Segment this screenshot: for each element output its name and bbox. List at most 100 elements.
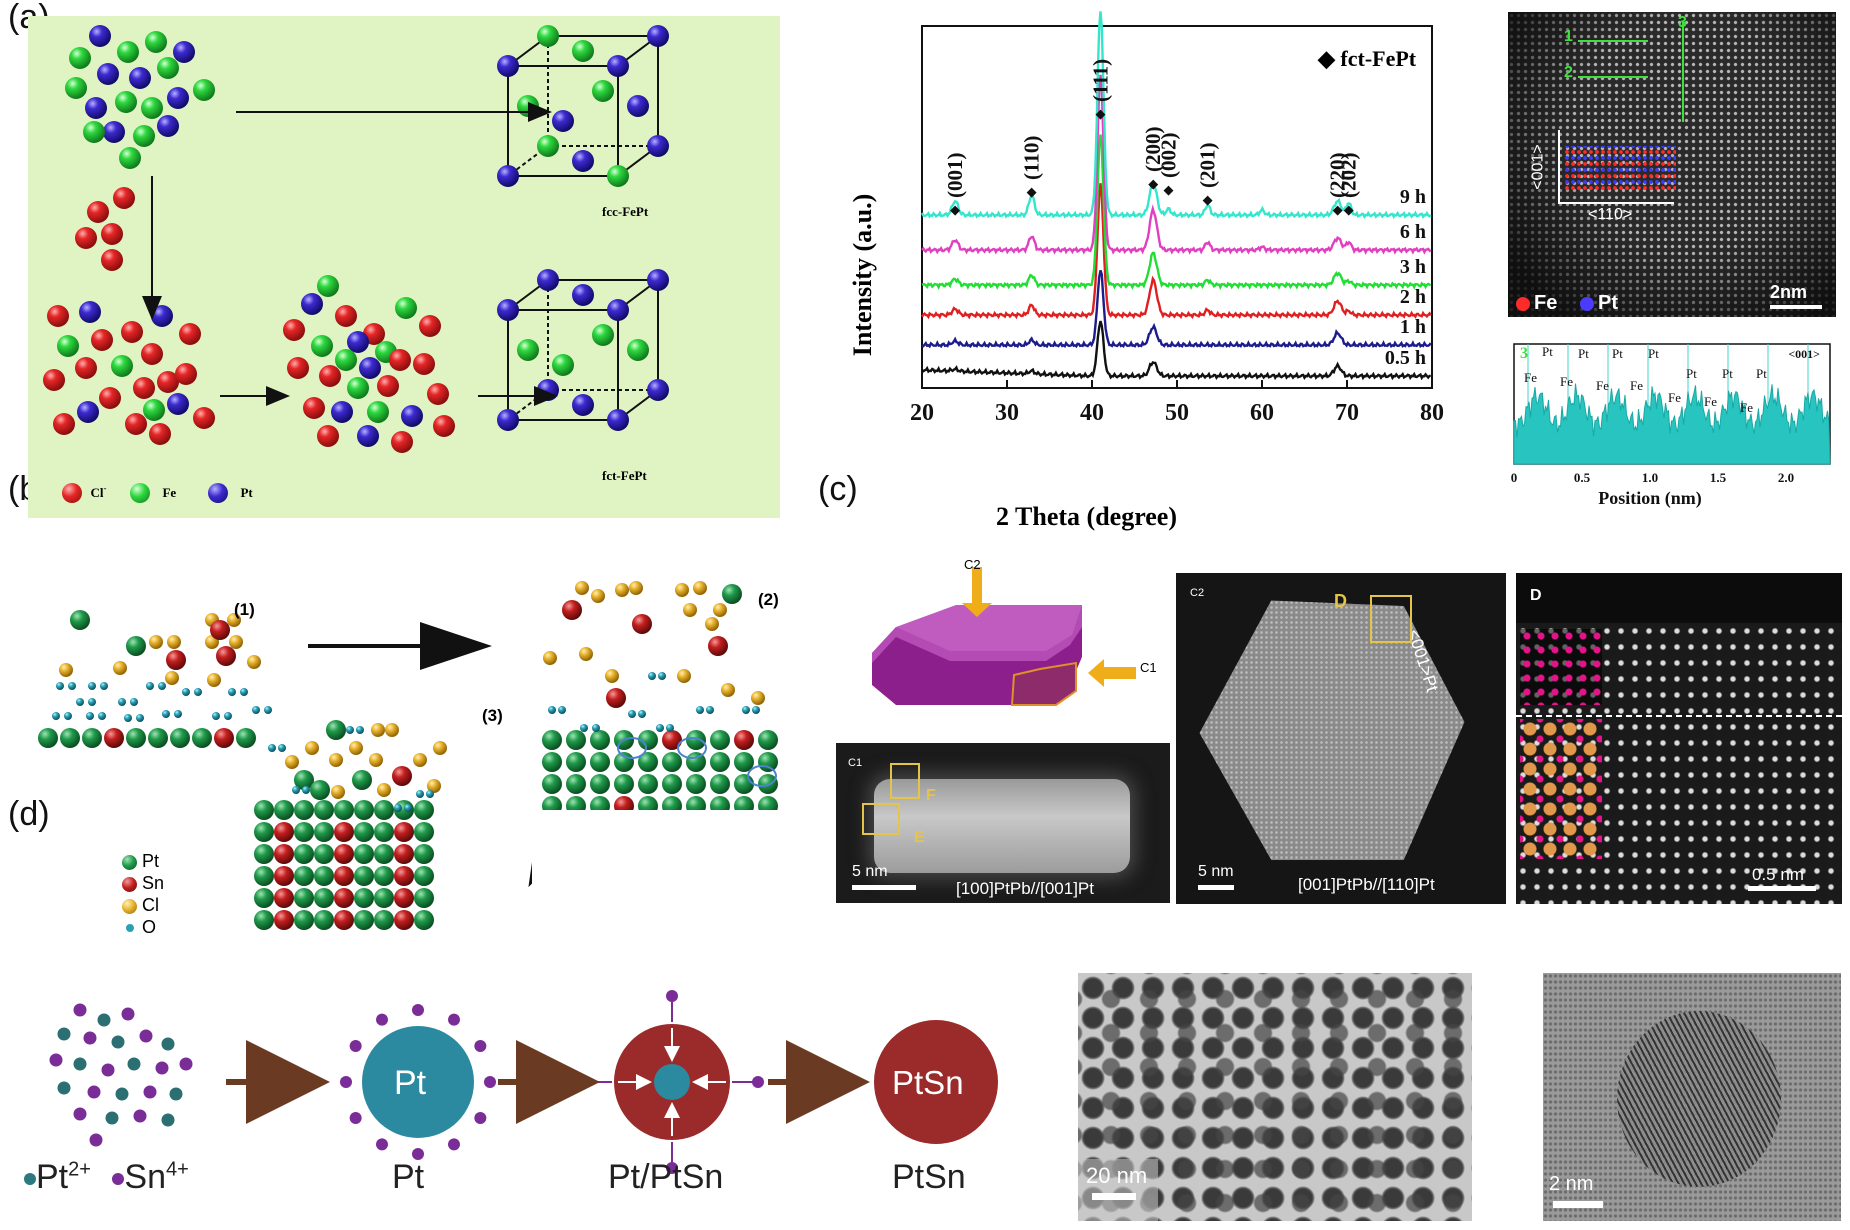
fe-peak-label: Fe [1740, 400, 1753, 415]
o-atom [64, 712, 72, 720]
pt-atom [357, 425, 379, 447]
pt-atom [662, 796, 682, 816]
sn-atom [662, 730, 682, 750]
legend-pt-label: Pt [142, 851, 160, 871]
x-tick-label: 70 [1335, 400, 1359, 426]
sn-ion [376, 1013, 388, 1026]
pt-atom [758, 774, 778, 794]
pt-atom [314, 888, 334, 908]
cl-atom [141, 343, 163, 365]
cl-atom [75, 357, 97, 379]
cl-atom [683, 603, 697, 617]
sn-ion [412, 1004, 424, 1016]
profile-x-tick: 1.0 [1642, 470, 1658, 485]
fe-atom [193, 79, 215, 101]
cl-atom [207, 673, 221, 687]
cl-atom [591, 589, 605, 603]
pt-atom [414, 888, 434, 908]
pt-atom [566, 752, 586, 772]
o-atom [264, 706, 272, 714]
legend-pt-label: Pt [240, 485, 253, 501]
pt-atom [710, 796, 730, 816]
pt-atom [167, 393, 189, 415]
pt-atom [254, 800, 274, 820]
pt-atom [314, 866, 334, 886]
down-arrow-icon [962, 567, 992, 617]
pt-atom [374, 910, 394, 930]
marker-3: 3 [1678, 14, 1687, 31]
cl-atom [575, 581, 589, 595]
cl-atom [751, 691, 765, 705]
o-ball-icon [126, 924, 134, 933]
cl-atom [329, 753, 343, 767]
pt-atom [374, 822, 394, 842]
pt-atom [607, 55, 629, 77]
sn-pt-deposition-diagram [38, 610, 583, 930]
pt-atom [82, 728, 102, 748]
d-hrstem-image: D 0.5 nm [1516, 573, 1842, 904]
pt-atom [331, 401, 353, 423]
box-e [862, 803, 900, 835]
c2-scale-label: 5 nm [1198, 863, 1234, 880]
sn-ion [474, 1112, 487, 1124]
o-atom [252, 706, 260, 714]
pt-atom [354, 822, 374, 842]
o-atom [194, 688, 202, 696]
ion-pt-label: Pt [36, 1158, 69, 1196]
pt-atom [758, 730, 778, 750]
pt-atom [79, 301, 101, 323]
cl-atom [427, 383, 449, 405]
xrd-x-axis-label: 2 Theta (degree) [996, 502, 1177, 531]
box-f [890, 763, 920, 799]
o-atom [88, 698, 96, 706]
sn-ion [412, 1148, 424, 1160]
fe-atom [607, 165, 629, 187]
mixed-cluster-1 [43, 301, 215, 445]
x-tick-label: 60 [1250, 400, 1274, 426]
pt-atom [354, 888, 374, 908]
d-scale-bar [1748, 886, 1816, 891]
o-atom [162, 710, 170, 718]
cl-atom [157, 371, 179, 393]
box-d-label: D [1334, 591, 1347, 611]
intensity-profile [1513, 383, 1831, 465]
pt-atom [173, 41, 195, 63]
cl-atom [165, 671, 179, 685]
pt-atom [103, 121, 125, 143]
sn-ion [89, 1133, 103, 1147]
legend-item-o: O [122, 916, 164, 938]
pt-atom [414, 866, 434, 886]
xrd-y-axis-label: Intensity (a.u.) [848, 193, 877, 357]
cl-atom [413, 353, 435, 375]
o-atom [638, 710, 646, 718]
peak-marker: ◆ [950, 202, 960, 217]
cl-atom [721, 683, 735, 697]
fe-atom [117, 41, 139, 63]
ion-sn-label: Sn [124, 1158, 166, 1196]
o-atom [394, 804, 402, 812]
sn-atom [214, 728, 234, 748]
fept-ordering-diagram [43, 25, 669, 453]
pt-peak-label: Pt [1612, 346, 1623, 361]
o-atom [696, 706, 704, 714]
pt-peak-label: Pt [1686, 366, 1697, 381]
cl-atom [87, 201, 109, 223]
step-2-diagram [542, 581, 778, 816]
sn-atom [334, 822, 354, 842]
fe-dot-icon [1516, 297, 1530, 311]
sn-atom [334, 910, 354, 930]
o-atom [100, 682, 108, 690]
cl-atom [285, 755, 299, 769]
o-atom [426, 790, 434, 798]
c1-zone-axis: [100]PtPb//[001]Pt [956, 879, 1094, 898]
axis-vertical [1558, 130, 1560, 204]
series-line [921, 270, 1432, 349]
legend-o-label: O [142, 917, 157, 937]
c1-stem-image: C1 F E 5 nm [100]PtPb//[001]Pt [836, 743, 1170, 903]
cl-atom [101, 223, 123, 245]
o-atom [124, 714, 132, 722]
fcc-label: fcc-FePt [602, 204, 649, 219]
pt-atom [542, 730, 562, 750]
pt-peak-label: Pt [1722, 366, 1733, 381]
